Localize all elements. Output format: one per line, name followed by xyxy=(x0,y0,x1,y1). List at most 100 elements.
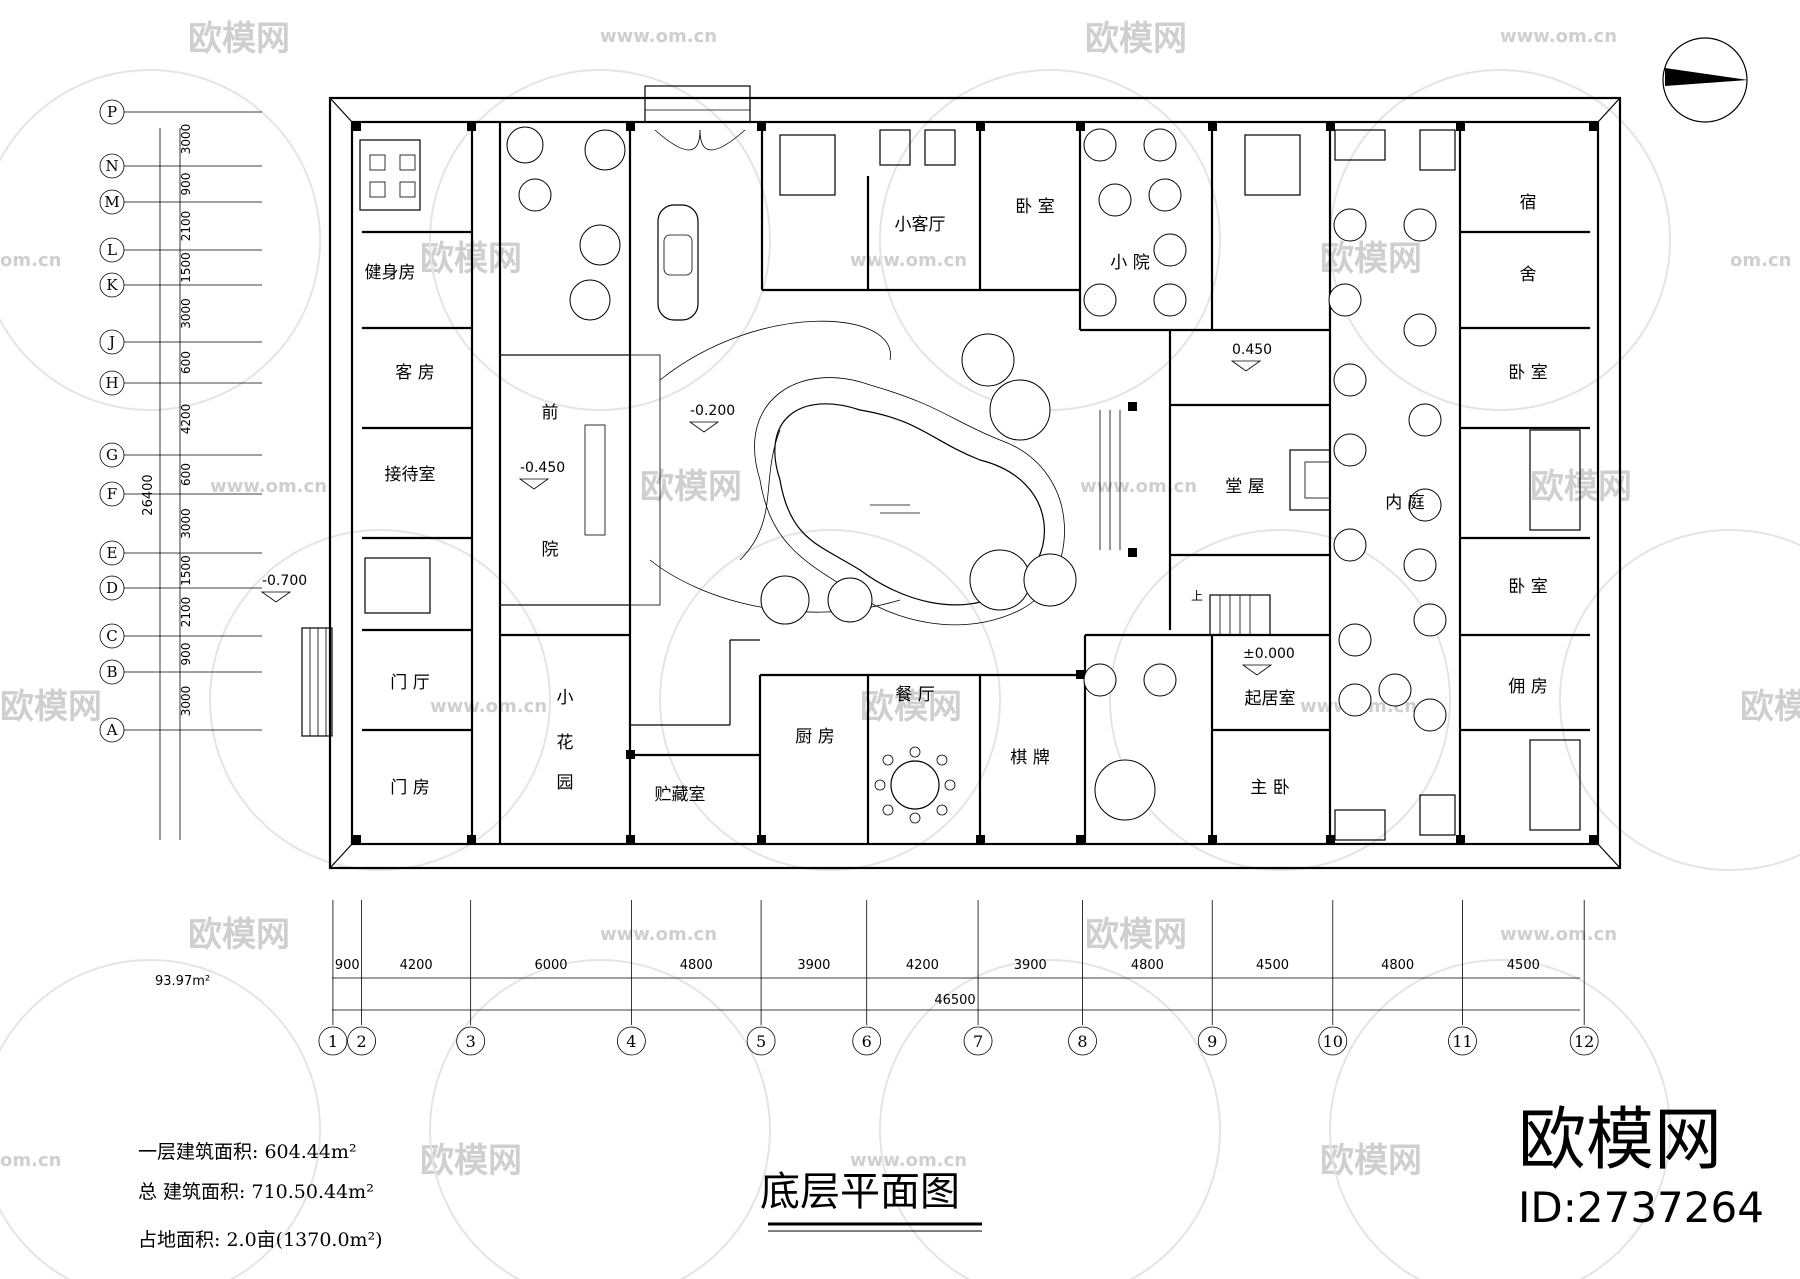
row-dimension-label: 600 xyxy=(179,351,193,374)
room-label-guest: 客 房 xyxy=(395,363,434,383)
watermark-url: om.cn xyxy=(0,1150,61,1171)
column-dimension-label: 3900 xyxy=(1014,958,1047,973)
column-axis-bubble xyxy=(1448,1026,1477,1056)
watermark-text: 欧模网 xyxy=(640,467,742,507)
watermark-text: 欧模网 xyxy=(1085,19,1187,59)
car-icon xyxy=(657,204,699,321)
bed-icons xyxy=(364,134,1301,614)
room-label-bedroom-right-2: 卧 室 xyxy=(1508,577,1547,597)
area-summary: 93.97m² 一层建筑面积: 604.44m² 总 建筑面积: 710.50.… xyxy=(138,974,383,1251)
room-label-inner-court: 内 庭 xyxy=(1385,493,1424,513)
column-axis-bubble xyxy=(347,1026,377,1056)
watermark-url: www.om.cn xyxy=(1500,924,1617,945)
level-marker: -0.450 xyxy=(520,460,565,476)
room-label-kitchen: 厨 房 xyxy=(795,727,834,747)
area-small: 93.97m² xyxy=(155,974,210,989)
watermark-url: om.cn xyxy=(1730,250,1791,271)
watermark-url: www.om.cn xyxy=(850,1150,967,1171)
outer-wall xyxy=(328,96,1622,870)
row-dimension-label: 2100 xyxy=(179,597,193,628)
room-label-gatehouse: 门 房 xyxy=(390,778,429,798)
row-dimension-label: 3000 xyxy=(179,298,193,329)
column-axis-bubble xyxy=(1068,1026,1097,1056)
row-axis-label: J xyxy=(107,333,115,351)
column-axis-label: 12 xyxy=(1574,1032,1594,1051)
column-axis-bubble xyxy=(1569,1026,1599,1056)
row-axis-label: B xyxy=(106,663,117,681)
column-axis-label: 3 xyxy=(466,1032,476,1051)
row-axis-label: L xyxy=(107,241,117,259)
row-axis-label: P xyxy=(107,103,117,121)
room-label-bedroom-top: 卧 室 xyxy=(1015,197,1054,217)
room-label-foyer: 门 厅 xyxy=(390,673,429,693)
gym-equipment-icon xyxy=(359,139,421,211)
room-label-small-living: 小客厅 xyxy=(895,215,946,235)
column-axis-bubble xyxy=(852,1026,882,1056)
row-dimension-label: 3000 xyxy=(179,508,193,539)
column-axis-bubble xyxy=(1197,1026,1227,1056)
drawing-title-block: 底层平面图 xyxy=(760,1169,982,1232)
column-axis-bubble xyxy=(616,1026,646,1056)
column-axis-bubble xyxy=(456,1026,486,1056)
room-labels: 健身房 客 房 接待室 门 厅 门 房 前 院 小 花 园 贮藏室 厨 房 餐 … xyxy=(365,193,1548,805)
row-dimension-label: 3000 xyxy=(179,124,193,155)
level-marker: ±0.000 xyxy=(1243,646,1295,662)
room-label-small-garden-3: 园 xyxy=(557,773,574,793)
watermark-url: www.om.cn xyxy=(600,26,717,47)
row-axis-label: A xyxy=(106,721,118,739)
room-label-small-garden-1: 小 xyxy=(557,688,574,708)
column-dimension-label: 4200 xyxy=(400,958,433,973)
room-label-reception: 接待室 xyxy=(385,465,436,485)
row-axis-label: F xyxy=(107,485,117,503)
level-marker: -0.200 xyxy=(690,403,735,419)
column-axis-label: 2 xyxy=(357,1032,367,1051)
watermark-url: www.om.cn xyxy=(1080,476,1197,497)
column-dimension-label: 4500 xyxy=(1507,958,1540,973)
row-axis-label: N xyxy=(105,157,118,175)
watermark-text: 欧模网 xyxy=(188,19,290,59)
watermark-text: 欧模网 xyxy=(860,687,962,727)
room-label-master: 主 卧 xyxy=(1250,778,1289,798)
column-dimension-label: 6000 xyxy=(534,958,567,973)
room-label-hall: 堂 屋 xyxy=(1225,477,1264,497)
row-dimension-label: 600 xyxy=(179,463,193,486)
room-label-front-yard-2: 院 xyxy=(542,540,559,560)
column-axis-label: 7 xyxy=(973,1032,983,1051)
brand-id: ID:2737264 xyxy=(1518,1183,1764,1232)
watermark-text: 欧模网 xyxy=(1320,1141,1422,1181)
watermark-text: 欧模网 xyxy=(1320,239,1422,279)
column-dimension-label: 900 xyxy=(335,958,360,973)
column-axis-bubble xyxy=(963,1026,993,1056)
columns xyxy=(352,122,1598,844)
room-label-bedroom-right-1: 卧 室 xyxy=(1508,363,1547,383)
column-axis-bubble xyxy=(1318,1026,1348,1056)
column-axis-label: 10 xyxy=(1323,1032,1343,1051)
row-axis-grid: 26400 PNMLKJHGFEDCBA30009002100150030006… xyxy=(99,99,262,840)
row-dimension-label: 1500 xyxy=(179,555,193,586)
row-axis-label: G xyxy=(106,446,118,464)
dining-table-icon xyxy=(874,746,956,824)
level-marker: -0.700 xyxy=(262,573,307,589)
room-label-dining: 餐 厅 xyxy=(895,685,934,705)
row-axis-label: E xyxy=(107,544,118,562)
room-label-servant: 佣 房 xyxy=(1508,677,1547,697)
room-label-sitting: 起居室 xyxy=(1245,689,1296,709)
bathroom-fixtures xyxy=(879,129,1581,841)
column-dimension-label: 4200 xyxy=(906,958,939,973)
row-dimension-label: 1500 xyxy=(179,252,193,283)
row-axis-label: K xyxy=(106,276,118,294)
staircase-icon xyxy=(1209,594,1271,636)
room-label-gym: 健身房 xyxy=(365,263,416,283)
column-axis-label: 4 xyxy=(626,1032,636,1051)
north-arrow-icon xyxy=(1662,37,1748,123)
column-dimension-label: 4800 xyxy=(1381,958,1414,973)
level-marker: 0.450 xyxy=(1232,342,1272,358)
room-label-small-garden-2: 花 xyxy=(557,733,574,753)
watermark-url: www.om.cn xyxy=(430,696,547,717)
column-dimension-label: 4800 xyxy=(680,958,713,973)
column-axis-label: 11 xyxy=(1452,1032,1472,1051)
watermark-text: 欧模网 xyxy=(1740,687,1800,727)
watermark-url: www.om.cn xyxy=(600,924,717,945)
